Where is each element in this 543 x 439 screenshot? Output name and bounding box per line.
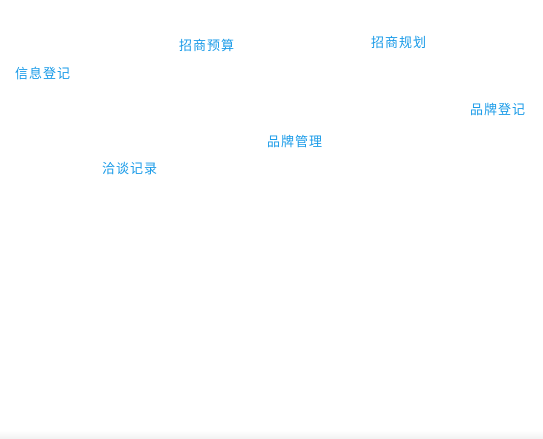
bottom-edge [0, 431, 543, 439]
tag-link-negotiation-records[interactable]: 洽谈记录 [102, 162, 159, 177]
tag-link-brand-management[interactable]: 品牌管理 [267, 135, 324, 150]
tag-link-investment-budget[interactable]: 招商预算 [179, 39, 236, 54]
tag-link-info-registration[interactable]: 信息登记 [15, 67, 72, 82]
tag-link-investment-planning[interactable]: 招商规划 [371, 36, 428, 51]
tag-link-brand-registration[interactable]: 品牌登记 [470, 103, 527, 118]
